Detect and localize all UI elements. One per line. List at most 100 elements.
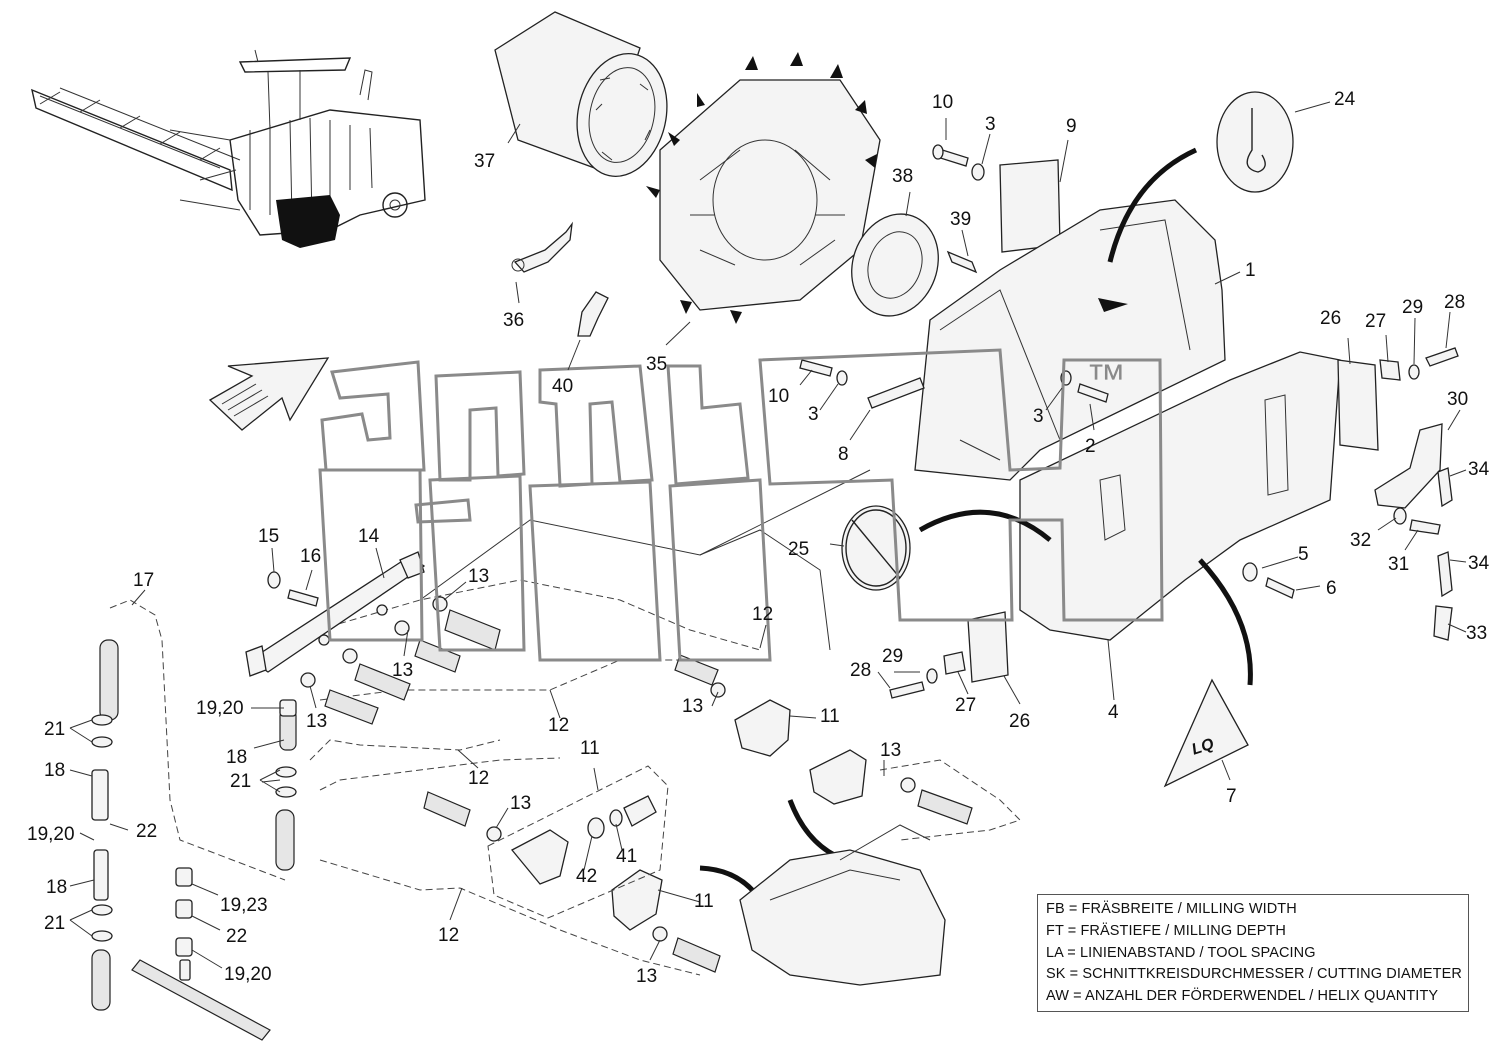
callout-35: 35	[646, 354, 667, 375]
callout-12: 12	[438, 925, 459, 946]
callout-19-20: 19,20	[196, 698, 244, 719]
hook-part-34-top	[1437, 467, 1453, 508]
callout-39: 39	[950, 209, 971, 230]
callout-30: 30	[1447, 389, 1468, 410]
callout-25: 25	[788, 539, 809, 560]
callout-29: 29	[882, 646, 903, 667]
callout-5: 5	[1298, 544, 1309, 565]
callout-33: 33	[1466, 623, 1487, 644]
callout-37: 37	[474, 151, 495, 172]
part-callout-numbers: 1 2 3 3 3 4 5 6 7 8 9 10 10 11 11 11 12 …	[27, 89, 1490, 987]
callout-13: 13	[880, 740, 901, 761]
callout-19-20: 19,20	[27, 824, 75, 845]
cutting-rotor-part-35	[646, 52, 881, 324]
callout-34: 34	[1468, 553, 1490, 574]
bolt-part-2	[1077, 383, 1109, 403]
callout-27: 27	[955, 695, 976, 716]
callout-13: 13	[306, 711, 327, 732]
callout-7: 7	[1226, 786, 1237, 807]
callout-12: 12	[752, 604, 773, 625]
hose-clamps-and-fittings	[91, 596, 916, 981]
washer-part-3-top	[971, 163, 985, 181]
callout-36: 36	[503, 310, 524, 331]
warning-triangle-sign-part-7: LQ	[1163, 678, 1249, 788]
callout-32: 32	[1350, 530, 1371, 551]
watermark-trademark: ™	[1086, 357, 1126, 401]
bolt-part-28-bottom	[889, 681, 925, 699]
callout-12: 12	[468, 768, 489, 789]
washer-part-15	[267, 571, 281, 589]
bolt-part-16	[287, 589, 319, 607]
bolt-part-6	[1265, 577, 1295, 599]
cover-plate-part-9	[999, 159, 1061, 253]
callout-10: 10	[932, 92, 953, 113]
washer-part-3-mid-left	[836, 370, 848, 386]
bolt-part-31	[1409, 519, 1441, 535]
callout-34: 34	[1468, 459, 1490, 480]
wear-plate-part-26-bottom	[967, 611, 1009, 683]
drum-shell-part-37	[494, 11, 668, 177]
callout-3: 3	[808, 404, 819, 425]
callout-16: 16	[300, 546, 321, 567]
callout-19-23: 19,23	[220, 895, 268, 916]
callout-21: 21	[230, 771, 251, 792]
legend-line-la: LA = LINIENABSTAND / TOOL SPACING	[1046, 944, 1316, 961]
lifting-hook-sign-part-24	[1216, 91, 1294, 193]
callout-41: 41	[616, 846, 637, 867]
wear-plate-part-26-right	[1337, 359, 1379, 451]
callout-26: 26	[1009, 711, 1030, 732]
callout-19-20: 19,20	[224, 964, 272, 985]
latch-part-33	[1433, 605, 1453, 641]
warning-sign-text: LQ	[1190, 735, 1217, 758]
callout-18: 18	[46, 877, 67, 898]
callout-11: 11	[694, 891, 714, 912]
watermark-logo	[318, 348, 1164, 662]
nozzle-group-box	[487, 765, 669, 919]
washer-part-29-bottom	[926, 668, 938, 684]
hydraulic-fitting-part-36	[511, 221, 573, 273]
bolt-part-10-mid	[799, 359, 833, 377]
callout-3: 3	[985, 114, 996, 135]
callout-13: 13	[468, 566, 489, 587]
callout-13: 13	[510, 793, 531, 814]
callout-17: 17	[133, 570, 154, 591]
callout-9: 9	[1066, 116, 1077, 137]
callout-28: 28	[1444, 292, 1465, 313]
callout-6: 6	[1326, 578, 1337, 599]
callout-31: 31	[1388, 554, 1409, 575]
hook-part-34-bottom	[1437, 551, 1453, 598]
callout-42: 42	[576, 866, 597, 887]
callout-1: 1	[1245, 260, 1256, 281]
callout-27: 27	[1365, 311, 1386, 332]
callout-13: 13	[392, 660, 413, 681]
bolt-part-39	[946, 250, 978, 274]
clip-part-27-bottom	[943, 651, 966, 675]
callout-8: 8	[838, 444, 849, 465]
callout-13: 13	[636, 966, 657, 987]
legend-line-fb: FB = FRÄSBREITE / MILLING WIDTH	[1046, 901, 1297, 917]
callout-18: 18	[226, 747, 247, 768]
callout-28: 28	[850, 660, 871, 681]
callout-22: 22	[136, 821, 157, 842]
callout-21: 21	[44, 719, 65, 740]
clip-part-27-right	[1379, 359, 1401, 381]
callout-18: 18	[44, 760, 65, 781]
callout-2: 2	[1085, 436, 1096, 457]
callout-4: 4	[1108, 702, 1119, 723]
bolt-part-28-right	[1425, 347, 1459, 367]
callout-21: 21	[44, 913, 65, 934]
no-hands-warning-sign-part-25	[841, 505, 911, 591]
lower-housing-illustration	[739, 824, 946, 986]
mounting-bar-part-14	[245, 551, 426, 677]
callout-leader-lines	[69, 101, 1467, 969]
callout-11: 11	[820, 706, 840, 727]
callout-15: 15	[258, 526, 279, 547]
callout-29: 29	[1402, 297, 1423, 318]
callout-38: 38	[892, 166, 913, 187]
callout-14: 14	[358, 526, 380, 547]
callout-11: 11	[580, 738, 600, 759]
washer-part-32	[1393, 507, 1407, 525]
callout-24: 24	[1334, 89, 1356, 110]
abbreviation-legend: FB = FRÄSBREITE / MILLING WIDTH FT = FRÄ…	[1037, 894, 1469, 1012]
